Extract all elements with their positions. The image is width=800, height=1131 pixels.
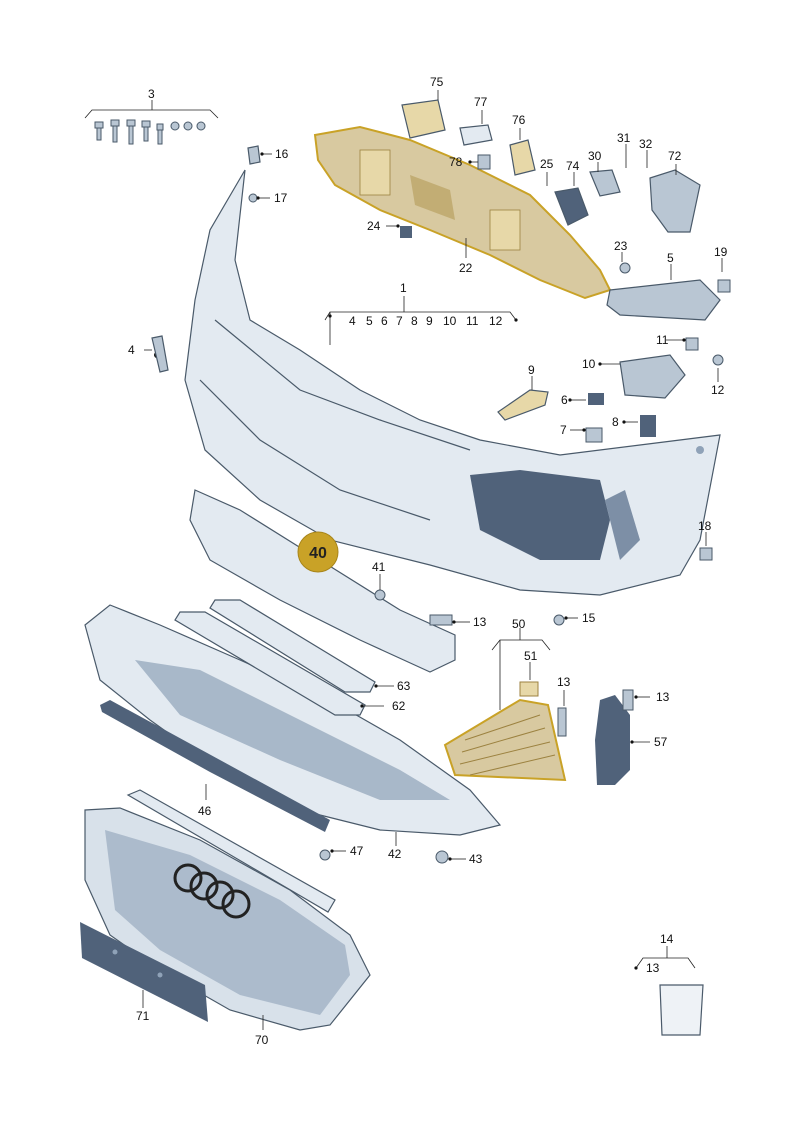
callout-1-list-5: 5	[366, 314, 373, 328]
callout-46: 46	[198, 804, 212, 818]
leader-lines	[142, 90, 723, 1030]
callout-16: 16	[275, 147, 289, 161]
callout-42: 42	[388, 847, 402, 861]
side-grille	[443, 698, 567, 782]
highlight-badge: 40	[297, 531, 339, 573]
callout-9: 9	[528, 363, 535, 377]
callout-12: 12	[711, 383, 725, 397]
side-bracket-5	[606, 279, 721, 321]
callout-labels: 1 4 5 6 7 8 9 10 11 12 3 4 5 6 7 8 9 10 …	[128, 75, 728, 1047]
callout-63: 63	[397, 679, 411, 693]
callout-77: 77	[474, 95, 488, 109]
callout-19: 19	[714, 245, 728, 259]
callout-51: 51	[524, 649, 538, 663]
callout-31: 31	[617, 131, 631, 145]
callout-78: 78	[449, 155, 463, 169]
upper-mounting-bracket	[313, 125, 612, 300]
callout-30: 30	[588, 149, 602, 163]
hardware-bag	[635, 946, 704, 1036]
licence-plate-holder	[80, 922, 208, 1022]
callout-1-list-4: 4	[349, 314, 356, 328]
badge-number: 40	[309, 545, 327, 562]
callout-72: 72	[668, 149, 682, 163]
callout-1-list-9: 9	[426, 314, 433, 328]
callout-14-sub-13: 13	[646, 961, 660, 975]
callout-74: 74	[566, 159, 580, 173]
callout-13-a: 13	[473, 615, 487, 629]
callout-1-list-12: 12	[489, 314, 503, 328]
callout-1-list-6: 6	[381, 314, 388, 328]
callout-1-list-10: 10	[443, 314, 457, 328]
callout-43: 43	[469, 852, 483, 866]
callout-13-b: 13	[557, 675, 571, 689]
callout-10: 10	[582, 357, 596, 371]
callout-17: 17	[274, 191, 288, 205]
callout-8: 8	[612, 415, 619, 429]
callout-14: 14	[660, 932, 674, 946]
callout-41: 41	[372, 560, 386, 574]
callout-5: 5	[667, 251, 674, 265]
side-bracket-10	[619, 354, 686, 399]
trim-strips	[174, 599, 376, 716]
radiator-grille	[84, 789, 371, 1031]
callout-70: 70	[255, 1033, 269, 1047]
leader-dots	[256, 152, 686, 970]
callout-3: 3	[148, 87, 155, 101]
lower-strip	[100, 700, 330, 832]
callout-1-list-7: 7	[396, 314, 403, 328]
callout-11: 11	[656, 333, 669, 347]
callout-24: 24	[367, 219, 381, 233]
bumper-cover	[184, 169, 721, 596]
callout-4: 4	[128, 343, 135, 357]
callout-22: 22	[459, 261, 473, 275]
callout-1-list-11: 11	[466, 314, 479, 328]
callout-62: 62	[392, 699, 406, 713]
callout-25: 25	[540, 157, 554, 171]
small-parts	[151, 99, 731, 864]
callout-1: 1	[400, 281, 407, 295]
callout-1-list-8: 8	[411, 314, 418, 328]
callout-76: 76	[512, 113, 526, 127]
callout-47: 47	[350, 844, 364, 858]
callout-18: 18	[698, 519, 712, 533]
callout-32: 32	[639, 137, 653, 151]
callout-23: 23	[614, 239, 628, 253]
callout-75: 75	[430, 75, 444, 89]
callout-13-c: 13	[656, 690, 670, 704]
callout-15: 15	[582, 611, 596, 625]
callout-57: 57	[654, 735, 668, 749]
callout-6: 6	[561, 393, 568, 407]
callout-7: 7	[560, 423, 567, 437]
fastener-set	[84, 100, 219, 145]
fog-light-cover	[595, 695, 630, 785]
callout-71: 71	[136, 1009, 150, 1023]
callout-50: 50	[512, 617, 526, 631]
